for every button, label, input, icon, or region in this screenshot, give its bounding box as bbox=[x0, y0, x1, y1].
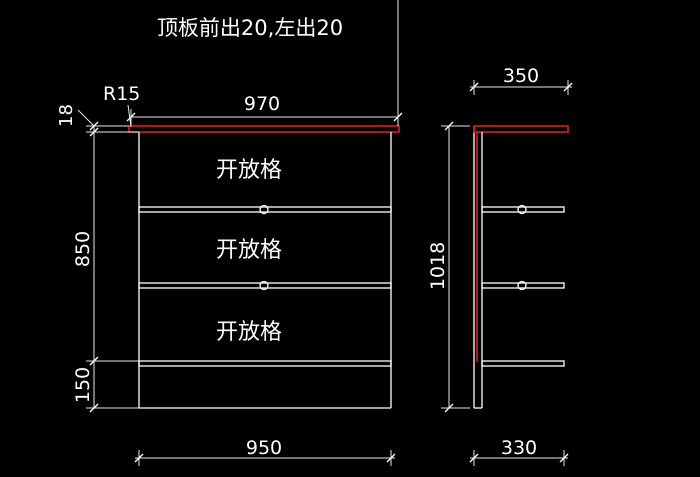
side-pin-1 bbox=[517, 204, 527, 215]
dim-side-total-height-label: 1018 bbox=[427, 242, 449, 290]
radius-label: R15 bbox=[103, 83, 140, 105]
side-shelf-2 bbox=[481, 282, 565, 289]
dim-side-top-depth-label: 350 bbox=[503, 65, 539, 87]
dim-side-bottom-depth-label: 330 bbox=[501, 437, 537, 459]
front-view: 开放格 开放格 开放格 R15 970 18 bbox=[56, 0, 403, 466]
dim-base-height-label: 150 bbox=[72, 367, 94, 403]
shelf-pin-1 bbox=[259, 204, 269, 215]
side-pin-2 bbox=[517, 280, 527, 291]
dim-top-width-label: 970 bbox=[244, 93, 280, 115]
dim-side-bottom-depth: 330 bbox=[469, 437, 569, 466]
open-compartment-label-2: 开放格 bbox=[216, 238, 282, 263]
front-bottom-shelf bbox=[138, 360, 392, 367]
front-shelf-1 bbox=[138, 206, 392, 213]
front-shelf-2 bbox=[138, 282, 392, 289]
dim-left-vertical: 18 850 150 bbox=[56, 104, 139, 413]
shelf-pin-2 bbox=[259, 280, 269, 291]
title-note: 顶板前出20,左出20 bbox=[157, 16, 343, 40]
side-top-board bbox=[473, 125, 569, 133]
side-shelf-3 bbox=[481, 360, 565, 367]
dim-top-width: 970 bbox=[126, 0, 403, 126]
side-shelf-1 bbox=[481, 206, 565, 213]
open-compartment-label-3: 开放格 bbox=[216, 320, 282, 345]
dim-side-total-height: 1018 bbox=[427, 121, 470, 413]
side-view: 350 1018 330 bbox=[427, 65, 573, 466]
dim-side-top-depth: 350 bbox=[469, 65, 573, 95]
dim-upper-height-label: 850 bbox=[72, 231, 94, 267]
front-top-board bbox=[128, 125, 400, 133]
dim-bottom-width-label: 950 bbox=[246, 437, 282, 459]
dim-bottom-width: 950 bbox=[134, 437, 396, 466]
open-compartment-label-1: 开放格 bbox=[216, 158, 282, 183]
dim-top-thickness-label: 18 bbox=[56, 104, 77, 127]
